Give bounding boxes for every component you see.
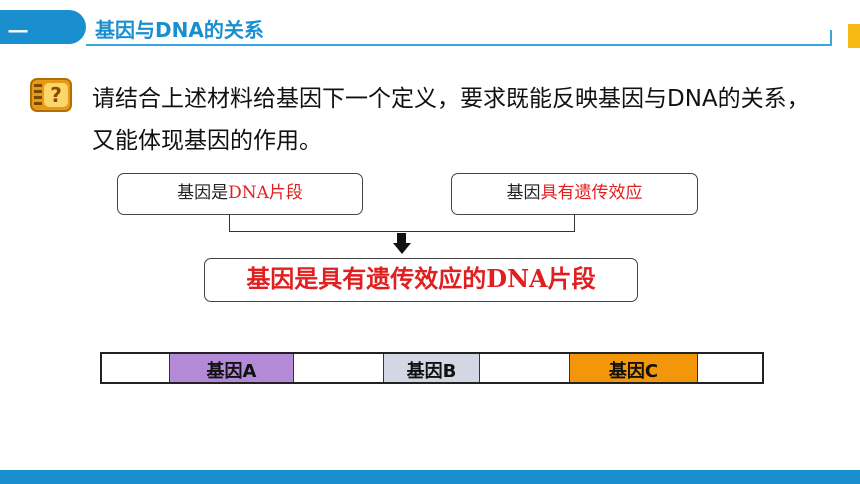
dna-segment bbox=[480, 354, 570, 382]
box-connector bbox=[229, 215, 575, 232]
definition-result-text: 基因是具有遗传效应的DNA片段 bbox=[246, 264, 596, 293]
definition-box-left: 基因是DNA片段 bbox=[117, 173, 363, 215]
footer-bar bbox=[0, 470, 860, 484]
definition-left-highlight: DNA片段 bbox=[228, 183, 303, 203]
gene-c-label: 基因C bbox=[608, 361, 659, 382]
question-notebook-icon: ? bbox=[30, 78, 72, 112]
section-badge: 一 bbox=[0, 10, 86, 44]
definition-box-right: 基因具有遗传效应 bbox=[451, 173, 698, 215]
question-text: 请结合上述材料给基因下一个定义，要求既能反映基因与DNA的关系，又能体现基因的作… bbox=[92, 86, 810, 154]
question-mark-icon: ? bbox=[44, 83, 68, 107]
definition-result-box: 基因是具有遗传效应的DNA片段 bbox=[204, 258, 638, 302]
notebook-rings-icon bbox=[34, 84, 42, 108]
gene-b-label: 基因B bbox=[406, 361, 457, 382]
gene-b-segment: 基因B bbox=[384, 354, 480, 382]
dna-segment bbox=[102, 354, 170, 382]
header-divider-end bbox=[830, 30, 832, 46]
dna-segment bbox=[294, 354, 384, 382]
down-arrow-icon bbox=[397, 233, 406, 243]
header-divider bbox=[86, 44, 831, 46]
gene-c-segment: 基因C bbox=[570, 354, 698, 382]
dna-strip: 基因A 基因B 基因C bbox=[100, 352, 764, 384]
definition-right-highlight: 具有遗传效应 bbox=[540, 183, 643, 203]
section-header: 一 基因与DNA的关系 bbox=[0, 0, 860, 62]
definition-right-prefix: 基因 bbox=[506, 183, 541, 203]
dna-segment bbox=[698, 354, 762, 382]
down-arrow-head-icon bbox=[393, 243, 411, 254]
gene-a-label: 基因A bbox=[206, 361, 257, 382]
header-accent-mark bbox=[848, 24, 860, 48]
section-badge-label: 一 bbox=[8, 20, 30, 44]
definition-left-prefix: 基因是 bbox=[177, 183, 229, 203]
gene-a-segment: 基因A bbox=[170, 354, 294, 382]
section-title: 基因与DNA的关系 bbox=[95, 18, 264, 42]
